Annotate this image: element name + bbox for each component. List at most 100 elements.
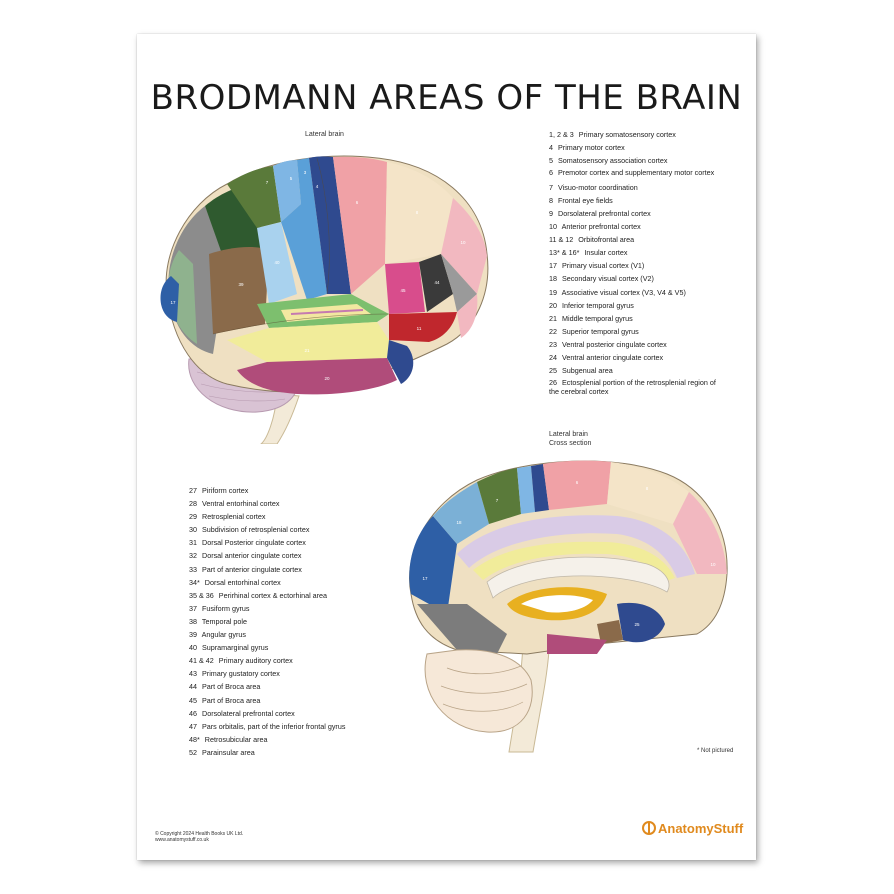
legend-text: Orbitofrontal area <box>578 235 635 245</box>
legend-text: Dorsolateral prefrontal cortex <box>202 708 295 718</box>
legend-item: 8 Frontal eye fields <box>549 194 724 207</box>
svg-text:10: 10 <box>710 562 716 567</box>
legend-number: 26 <box>549 378 557 388</box>
legend-left: 27 Piriform cortex 28 Ventral entorhinal… <box>189 484 409 759</box>
legend-number: 38 <box>189 616 197 626</box>
legend-text: Ventral anterior cingulate cortex <box>562 353 664 362</box>
svg-text:4: 4 <box>316 184 319 189</box>
legend-number: 5 <box>549 156 553 166</box>
legend-item: 18 Secondary visual cortex (V2) <box>549 272 724 285</box>
legend-text: Ventral entorhinal cortex <box>202 499 280 509</box>
legend-text: Anterior prefrontal cortex <box>561 222 641 232</box>
legend-item: 40 Supramarginal gyrus <box>189 641 409 654</box>
svg-text:8: 8 <box>646 486 649 491</box>
legend-number: 41 & 42 <box>189 656 214 666</box>
svg-text:18: 18 <box>456 520 462 525</box>
legend-number: 40 <box>189 643 197 653</box>
legend-text: Retrosubicular area <box>204 734 268 744</box>
brand-logo-icon <box>642 821 656 835</box>
svg-text:8: 8 <box>416 210 419 215</box>
legend-item: 9 Dorsolateral prefrontal cortex <box>549 207 724 220</box>
legend-item: 41 & 42 Primary auditory cortex <box>189 654 409 667</box>
legend-number: 13* & 16* <box>549 248 580 258</box>
legend-item: 20 Inferior temporal gyrus <box>549 299 724 312</box>
legend-number: 29 <box>189 512 197 522</box>
svg-text:45: 45 <box>400 288 406 293</box>
legend-item: 37 Fusiform gyrus <box>189 602 409 615</box>
legend-item: 44 Part of Broca area <box>189 680 409 693</box>
legend-item: 52 Parainsular area <box>189 746 409 759</box>
cross-section-brain-diagram: 17 18 7 6 8 10 25 <box>409 460 728 753</box>
legend-item: 22 Superior temporal gyrus <box>549 325 724 338</box>
legend-number: 28 <box>189 499 197 509</box>
svg-text:21: 21 <box>304 348 310 353</box>
legend-text: Retrosplenial cortex <box>202 512 266 522</box>
legend-number: 31 <box>189 538 197 548</box>
legend-text: Dorsolateral prefrontal cortex <box>558 208 651 218</box>
svg-text:11: 11 <box>417 326 422 331</box>
svg-text:7: 7 <box>266 180 269 185</box>
svg-text:6: 6 <box>576 480 579 485</box>
svg-text:7: 7 <box>496 498 499 503</box>
legend-text: Secondary visual cortex (V2) <box>562 274 654 284</box>
legend-number: 44 <box>189 682 197 692</box>
legend-text: Primary gustatory cortex <box>202 669 280 679</box>
svg-text:3: 3 <box>304 170 307 175</box>
legend-number: 9 <box>549 208 553 218</box>
legend-item: 26 Ectosplenial portion of the retrosple… <box>549 378 724 396</box>
legend-item: 43 Primary gustatory cortex <box>189 667 409 680</box>
legend-number: 4 <box>549 143 553 153</box>
legend-text: Primary auditory cortex <box>218 656 293 666</box>
legend-text: Primary somatosensory cortex <box>578 130 676 139</box>
legend-number: 8 <box>549 195 553 205</box>
legend-item: 1, 2 & 3 Primary somatosensory cortex <box>549 128 724 141</box>
legend-item: 27 Piriform cortex <box>189 484 409 497</box>
copyright-line: © Copyright 2024 Health Books UK Ltd. <box>155 831 244 837</box>
svg-text:5: 5 <box>290 176 293 181</box>
legend-item: 7 Visuo-motor coordination <box>549 181 724 194</box>
legend-item: 46 Dorsolateral prefrontal cortex <box>189 707 409 720</box>
legend-text: Subgenual area <box>562 366 613 376</box>
legend-text: Superior temporal gyrus <box>562 326 639 336</box>
legend-item: 34* Dorsal entorhinal cortex <box>189 576 409 589</box>
svg-text:39: 39 <box>238 282 244 287</box>
legend-number: 27 <box>189 486 197 495</box>
legend-text: Ventral posterior cingulate cortex <box>562 339 667 349</box>
legend-number: 21 <box>549 313 557 323</box>
legend-number: 43 <box>189 669 197 679</box>
legend-number: 1, 2 & 3 <box>549 130 574 139</box>
legend-text: Dorsal anterior cingulate cortex <box>202 551 302 561</box>
legend-text: Part of anterior cingulate cortex <box>202 564 302 574</box>
legend-item: 38 Temporal pole <box>189 615 409 628</box>
svg-text:40: 40 <box>274 260 280 265</box>
legend-item: 17 Primary visual cortex (V1) <box>549 259 724 272</box>
brand-name: AnatomyStuff <box>658 820 744 836</box>
legend-number: 10 <box>549 222 557 232</box>
legend-text: Primary visual cortex (V1) <box>562 261 645 271</box>
legend-item: 35 & 36 Perirhinal cortex & ectorhinal a… <box>189 589 409 602</box>
figure-label: Lateral brain <box>549 431 588 438</box>
legend-number: 24 <box>549 353 557 362</box>
legend-number: 23 <box>549 339 557 349</box>
legend-number: 35 & 36 <box>189 590 214 600</box>
legend-number: 33 <box>189 564 197 574</box>
legend-item: 45 Part of Broca area <box>189 694 409 707</box>
svg-text:25: 25 <box>634 622 640 627</box>
legend-number: 19 <box>549 287 557 297</box>
legend-item: 23 Ventral posterior cingulate cortex <box>549 338 724 351</box>
svg-text:17: 17 <box>422 576 428 581</box>
legend-item: 29 Retrosplenial cortex <box>189 510 409 523</box>
legend-text: Part of Broca area <box>202 682 261 692</box>
legend-number: 46 <box>189 708 197 718</box>
legend-item: 47 Pars orbitalis, part of the inferior … <box>189 720 409 733</box>
legend-number: 11 & 12 <box>549 235 574 245</box>
legend-text: Pars orbitalis, part of the inferior fro… <box>202 721 346 731</box>
legend-number: 34* <box>189 577 200 587</box>
legend-text: Dorsal entorhinal cortex <box>204 577 281 587</box>
legend-text: Parainsular area <box>202 747 255 757</box>
legend-text: Middle temporal gyrus <box>562 313 633 323</box>
legend-text: Fusiform gyrus <box>202 603 250 613</box>
copyright-notice: © Copyright 2024 Health Books UK Ltd. ww… <box>155 831 243 843</box>
website-link[interactable]: www.anatomystuff.co.uk <box>155 837 209 843</box>
legend-text: Frontal eye fields <box>558 195 613 205</box>
